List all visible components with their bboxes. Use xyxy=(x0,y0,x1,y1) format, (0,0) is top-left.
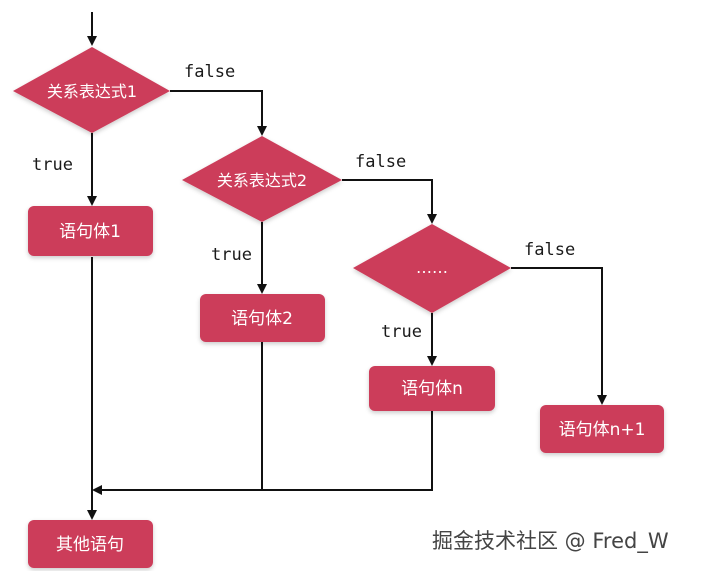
cond1-label: 关系表达式1 xyxy=(47,82,137,101)
cond3-true-label: true xyxy=(381,322,422,342)
cond3-label: …… xyxy=(416,258,448,277)
decision-cond2: 关系表达式2 xyxy=(182,136,342,222)
cond2-false-arrow xyxy=(342,179,437,224)
process-bodyn: 语句体n xyxy=(369,366,495,411)
process-body1: 语句体1 xyxy=(28,206,153,256)
body1-label: 语句体1 xyxy=(59,222,121,242)
cond1-false-arrow xyxy=(170,90,267,136)
process-bodyn1: 语句体n+1 xyxy=(540,405,664,453)
cond1-false-label: false xyxy=(184,62,235,82)
body2-label: 语句体2 xyxy=(231,309,293,329)
other-label: 其他语句 xyxy=(56,535,124,555)
bodyn1-label: 语句体n+1 xyxy=(559,420,646,440)
bodyn-label: 语句体n xyxy=(401,379,463,399)
cond1-true-label: true xyxy=(32,155,73,175)
connectors xyxy=(87,12,607,520)
watermark: 掘金技术社区 @ Fred_W xyxy=(432,529,669,554)
process-other: 其他语句 xyxy=(28,520,153,568)
decision-cond3: …… xyxy=(353,224,511,313)
cond3-false-label: false xyxy=(524,240,575,260)
process-body2: 语句体2 xyxy=(200,294,325,342)
bodyn-merge-line xyxy=(92,410,433,495)
cond3-false-arrow xyxy=(511,267,607,405)
cond2-false-label: false xyxy=(355,152,406,172)
cond2-label: 关系表达式2 xyxy=(217,171,307,190)
cond2-true-label: true xyxy=(211,245,252,265)
decision-cond1: 关系表达式1 xyxy=(13,47,170,133)
